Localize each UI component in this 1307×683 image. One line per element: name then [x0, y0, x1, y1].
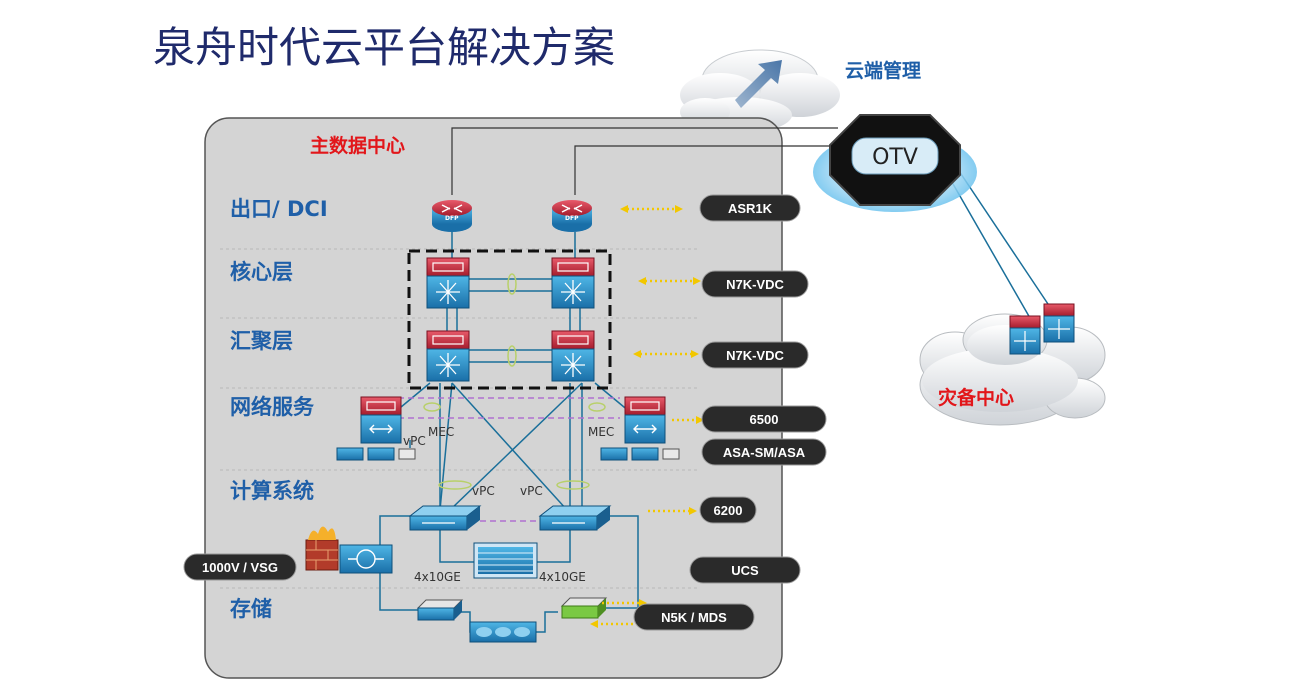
svg-text:6200: 6200	[714, 503, 743, 518]
core-switch-right-icon	[551, 257, 595, 309]
fabric-interconnect-left-icon	[408, 505, 482, 531]
virtual-switch-icon	[339, 544, 393, 574]
pill-1000v: 1000V / VSG	[183, 553, 297, 581]
vpc-ovals	[423, 273, 606, 490]
ucs-chassis-icon	[473, 542, 538, 579]
storage-switch-right-icon	[560, 597, 608, 619]
layer-label-compute: 计算系统	[230, 479, 314, 503]
cloud-management-label: 云端管理	[845, 59, 921, 82]
yellow-arrows	[596, 207, 696, 626]
service-switch-left-icon	[336, 396, 416, 461]
ge-label-right: 4x10GE	[539, 570, 586, 584]
svg-text:N7K-VDC: N7K-VDC	[726, 277, 784, 292]
core-switch-left-icon	[426, 257, 470, 309]
layer-label-exit: 出口/ DCI	[230, 197, 328, 221]
svg-text:UCS: UCS	[731, 563, 759, 578]
firewall-icon	[305, 526, 339, 571]
vpc-label-right: vPC	[520, 484, 543, 498]
yellow-arrowheads	[590, 205, 704, 628]
layer-label-storage: 存储	[230, 597, 272, 621]
pill-n7k-agg: N7K-VDC	[701, 341, 809, 369]
dr-switch-right-icon	[1043, 303, 1075, 343]
dr-switch-left-icon	[1009, 315, 1041, 355]
svg-text:N7K-VDC: N7K-VDC	[726, 348, 784, 363]
ge-label-left: 4x10GE	[414, 570, 461, 584]
exit-router-right-icon: DFP	[552, 200, 592, 232]
purple-dashed-links	[398, 397, 620, 522]
pill-asr1k: ASR1K	[699, 194, 801, 222]
layer-dividers	[220, 248, 700, 589]
mec-label-right: MEC	[588, 425, 614, 439]
agg-switch-left-icon	[426, 330, 470, 382]
page-title: 泉舟时代云平台解决方案	[153, 23, 615, 72]
layer-label-network-services: 网络服务	[230, 395, 315, 419]
otv-label: OTV	[872, 145, 918, 170]
dr-center-cloud	[919, 313, 1106, 426]
upload-arrow-icon	[735, 60, 782, 108]
pill-ucs: UCS	[689, 556, 801, 584]
pill-6200: 6200	[699, 496, 757, 524]
main-datacenter-label: 主数据中心	[310, 134, 405, 157]
pill-6500: 6500	[701, 405, 827, 433]
storage-array-icon	[469, 621, 537, 643]
dr-center-label: 灾备中心	[938, 386, 1014, 409]
agg-switch-right-icon	[551, 330, 595, 382]
fabric-interconnect-right-icon	[538, 505, 612, 531]
pill-n7k-core: N7K-VDC	[701, 270, 809, 298]
svg-text:1000V / VSG: 1000V / VSG	[202, 560, 278, 575]
pill-n5k-mds: N5K / MDS	[633, 603, 755, 631]
exit-router-left-icon: DFP	[432, 200, 472, 232]
layer-label-aggregation: 汇聚层	[230, 329, 293, 353]
otv-uplinks	[451, 127, 838, 195]
mec-label-left: MEC	[428, 425, 454, 439]
router-badge-left: DFP	[445, 215, 459, 222]
storage-switch-left-icon	[416, 599, 464, 621]
vpc-label-service: vPC	[403, 434, 426, 448]
router-badge-right: DFP	[565, 215, 579, 222]
vpc-label-left: vPC	[472, 484, 495, 498]
layer-label-core: 核心层	[230, 260, 293, 284]
svg-text:ASA-SM/ASA: ASA-SM/ASA	[723, 445, 806, 460]
svg-text:N5K / MDS: N5K / MDS	[661, 610, 727, 625]
pill-asa: ASA-SM/ASA	[701, 438, 827, 466]
otv-device: OTV	[813, 114, 977, 212]
svg-text:ASR1K: ASR1K	[728, 201, 773, 216]
service-switch-right-icon	[600, 396, 680, 461]
svg-text:6500: 6500	[750, 412, 779, 427]
